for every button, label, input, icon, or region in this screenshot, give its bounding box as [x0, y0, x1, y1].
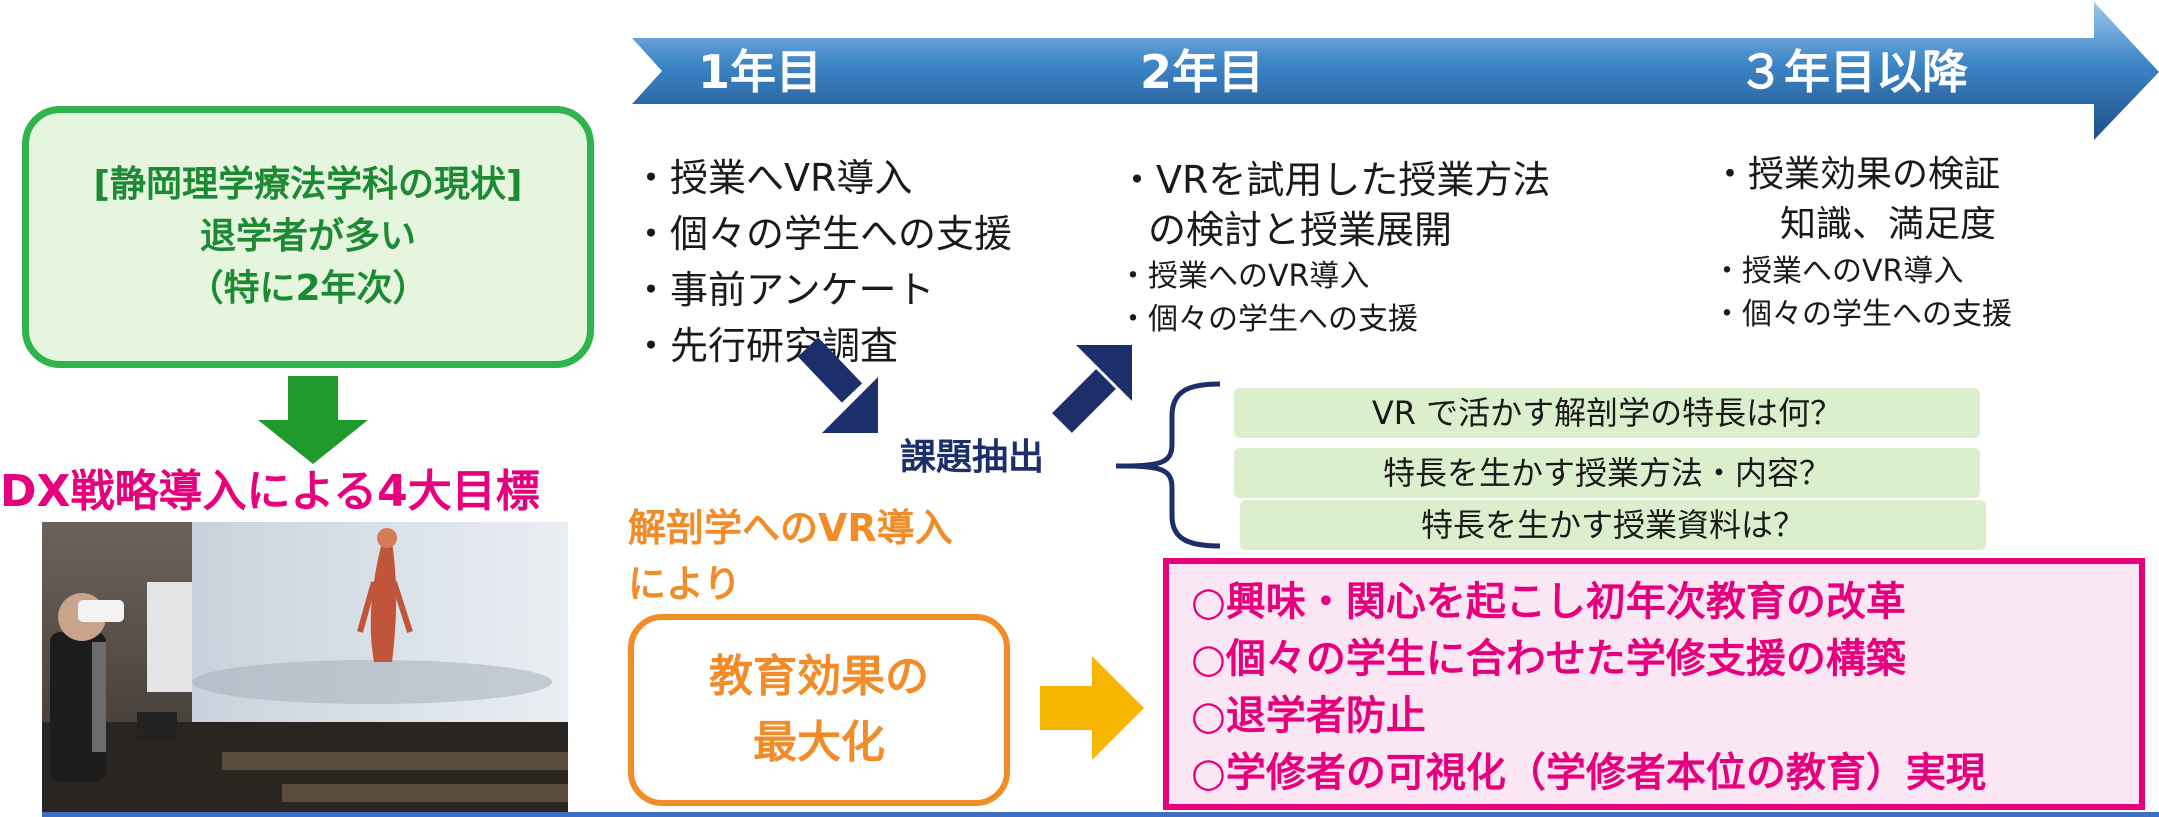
education-effect-box: 教育効果の 最大化 — [628, 614, 1010, 806]
status-heading: [静岡理学療法学科の現状] — [93, 164, 523, 205]
timeline-arrow: 1年目 2年目 ３年目以降 — [632, 0, 2159, 145]
down-right-arrow-icon — [797, 337, 878, 433]
timeline-year2: 2年目 — [1140, 45, 1265, 99]
vr-intro-line1: 解剖学へのVR導入 — [628, 506, 953, 550]
list-item: ・事前アンケート — [632, 268, 935, 312]
list-item: ・個々の学生への支援 — [1712, 297, 2012, 332]
status-box: [静岡理学療法学科の現状] 退学者が多い （特に2年次） — [22, 106, 594, 368]
list-item-continued: 知識、満足度 — [1780, 204, 1997, 245]
list-item-continued: の検討と授業展開 — [1148, 208, 1453, 252]
goal-item: ○学修者の可視化（学修者本位の教育）実現 — [1191, 750, 1986, 796]
goal-item: ○退学者防止 — [1191, 693, 1426, 739]
task-extraction-label: 課題抽出 — [900, 437, 1045, 478]
list-item: ・授業へのVR導入 — [1118, 259, 1370, 294]
question-box-2: 特長を生かす授業方法・内容？ — [1234, 448, 1980, 498]
status-line2: 退学者が多い — [199, 216, 416, 257]
vr-classroom-illustration — [42, 522, 568, 817]
goal-item: ○興味・関心を起こし初年次教育の改革 — [1191, 579, 1906, 625]
list-item: ・授業効果の検証 — [1712, 154, 2001, 195]
up-right-arrow-icon — [1052, 345, 1132, 433]
vr-intro-text: 解剖学へのVR導入 により — [628, 500, 953, 612]
list-item: ・授業へのVR導入 — [1712, 254, 1964, 289]
question-box-1: VR で活かす解剖学の特長は何？ — [1234, 388, 1980, 438]
year3-list: ・授業効果の検証 知識、満足度 ・授業へのVR導入 ・個々の学生への支援 — [1712, 150, 2012, 336]
list-item: ・VRを試用した授業方法 — [1118, 158, 1551, 202]
left-curly-brace-icon — [1116, 381, 1221, 549]
bottom-divider — [42, 812, 2159, 817]
year1-list: ・授業へVR導入 ・個々の学生への支援 ・事前アンケート ・先行研究調査 — [632, 150, 1012, 374]
timeline-year3: ３年目以降 — [1738, 45, 1968, 99]
list-item: ・個々の学生への支援 — [1118, 302, 1418, 337]
vr-intro-line2: により — [628, 562, 742, 606]
list-item: ・個々の学生への支援 — [632, 212, 1013, 256]
effect-line1: 教育効果の — [709, 651, 929, 702]
goal-item: ○個々の学生に合わせた学修支援の構築 — [1191, 636, 1906, 682]
goals-box: ○興味・関心を起こし初年次教育の改革 ○個々の学生に合わせた学修支援の構築 ○退… — [1163, 558, 2145, 810]
timeline-year1: 1年目 — [698, 45, 823, 99]
timeline-arrow-shape — [632, 2, 2159, 140]
effect-line2: 最大化 — [753, 717, 885, 768]
dx-title: DX戦略導入による4大目標 — [0, 466, 540, 517]
list-item: ・授業へVR導入 — [632, 156, 913, 200]
green-down-arrow-icon — [258, 376, 368, 464]
yellow-right-arrow-icon — [1040, 656, 1144, 760]
status-line3: （特に2年次） — [187, 268, 429, 309]
question-box-3: 特長を生かす授業資料は？ — [1240, 500, 1986, 550]
vr-classroom-photo — [42, 522, 568, 817]
list-item: ・先行研究調査 — [632, 324, 899, 368]
navy-diagonal-arrows-icon — [797, 337, 1132, 433]
year2-list: ・VRを試用した授業方法 の検討と授業展開 ・授業へのVR導入 ・個々の学生への… — [1118, 155, 1550, 341]
